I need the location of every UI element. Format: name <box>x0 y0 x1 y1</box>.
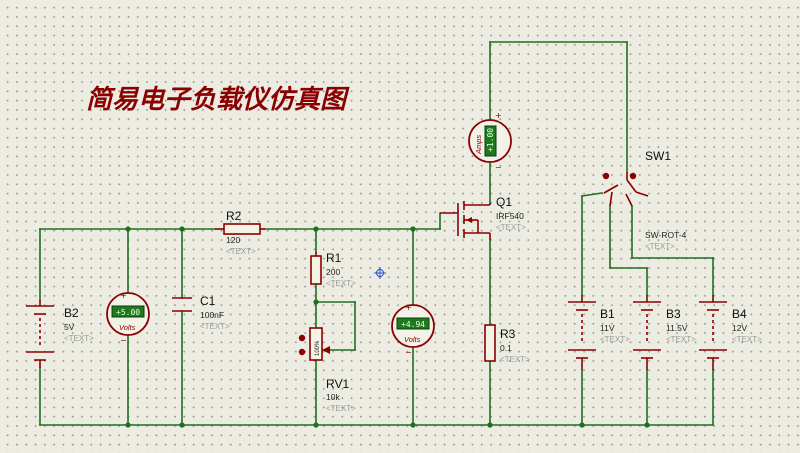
wiper-arrow-icon <box>322 346 330 354</box>
r1-text-placeholder: <TEXT> <box>326 279 356 288</box>
battery-b4[interactable]: B4 12V <TEXT> <box>699 295 762 370</box>
c1-text-placeholder: <TEXT> <box>200 322 230 331</box>
b2-text-placeholder: <TEXT> <box>64 334 94 343</box>
voltmeter-right[interactable]: +4.94 Volts + − <box>391 303 435 357</box>
rv1-percent: 100% <box>315 340 321 356</box>
plus-sign: + <box>495 111 502 120</box>
ammeter-reading: +1.00 <box>486 128 495 152</box>
capacitor-c1[interactable]: C1 100nF <TEXT> <box>172 294 230 331</box>
sw1-text-placeholder: <TEXT> <box>645 242 675 251</box>
b3-value: 11.5V <box>666 323 688 333</box>
battery-b1[interactable]: B1 11V <TEXT> <box>568 295 630 370</box>
b1-ref: B1 <box>600 307 615 321</box>
b3-ref: B3 <box>666 307 681 321</box>
r2-ref: R2 <box>226 209 242 223</box>
minus-sign: − <box>405 348 412 357</box>
b4-value: 12V <box>732 323 747 333</box>
resistor-r1[interactable]: R1 200 <TEXT> <box>310 251 356 288</box>
sw1-rotate-left-button[interactable] <box>602 172 610 180</box>
minus-sign: − <box>120 336 127 345</box>
rotary-switch-sw1[interactable]: SW1 SW-ROT-4 <TEXT> <box>602 149 687 251</box>
ammeter[interactable]: +1.00 Amps + − <box>468 111 512 172</box>
r3-text-placeholder: <TEXT> <box>500 355 530 364</box>
b1-text-placeholder: <TEXT> <box>600 335 630 344</box>
voltmeter-left-reading: +5.00 <box>116 308 140 317</box>
minus-sign: − <box>495 163 502 172</box>
q1-value: IRF540 <box>496 211 524 221</box>
rv1-decrement-button[interactable] <box>298 348 306 356</box>
rv1-text-placeholder: <TEXT> <box>326 404 356 413</box>
mosfet-q1[interactable]: Q1 IRF540 <TEXT> <box>440 195 526 240</box>
b4-text-placeholder: <TEXT> <box>732 335 762 344</box>
potentiometer-rv1[interactable]: 100% RV1 10k 10k <TEXT> <box>298 327 356 413</box>
ammeter-unit: Amps <box>474 135 483 155</box>
rv1-ref: RV1 <box>326 377 349 391</box>
b2-value: 5V <box>64 322 75 332</box>
c1-value: 100nF <box>200 310 224 320</box>
resistor-r3[interactable]: R3 0.1 <TEXT> <box>484 324 530 364</box>
sw1-ref: SW1 <box>645 149 671 163</box>
voltmeter-left[interactable]: +5.00 Volts + − <box>106 291 150 345</box>
b2-ref: B2 <box>64 306 79 320</box>
b3-text-placeholder: <TEXT> <box>666 335 696 344</box>
sw1-rotate-right-button[interactable] <box>629 172 637 180</box>
plus-sign: + <box>120 291 127 300</box>
rv1-value-display: 10k <box>326 392 340 402</box>
r2-text-placeholder: <TEXT> <box>226 247 256 256</box>
resistor-r2[interactable]: R2 120 <TEXT> <box>215 209 265 256</box>
voltmeter-right-reading: +4.94 <box>401 320 425 329</box>
q1-ref: Q1 <box>496 195 512 209</box>
r3-ref: R3 <box>500 327 516 341</box>
probe-crosshair-icon[interactable] <box>374 267 386 279</box>
voltmeter-left-display <box>111 305 145 318</box>
r3-value: 0.1 <box>500 343 512 353</box>
b4-ref: B4 <box>732 307 747 321</box>
battery-b3[interactable]: B3 11.5V <TEXT> <box>633 295 696 370</box>
wires <box>39 41 714 426</box>
voltmeter-left-unit: Volts <box>119 323 136 332</box>
schematic-title: 简易电子负载仪仿真图 <box>86 85 350 115</box>
rv1-increment-button[interactable] <box>298 334 306 342</box>
q1-text-placeholder: <TEXT> <box>496 223 526 232</box>
r2-value: 120 <box>226 235 240 245</box>
b1-value: 11V <box>600 323 615 333</box>
c1-ref: C1 <box>200 294 216 308</box>
voltmeter-right-display <box>396 317 430 330</box>
ammeter-display <box>484 125 497 157</box>
r1-ref: R1 <box>326 251 342 265</box>
sw1-value: SW-ROT-4 <box>645 230 687 240</box>
battery-b2[interactable]: B2 5V <TEXT> <box>26 300 94 368</box>
junction-dots <box>125 226 650 428</box>
plus-sign: + <box>405 303 412 312</box>
r1-value: 200 <box>326 267 340 277</box>
voltmeter-right-unit: Volts <box>404 335 421 344</box>
